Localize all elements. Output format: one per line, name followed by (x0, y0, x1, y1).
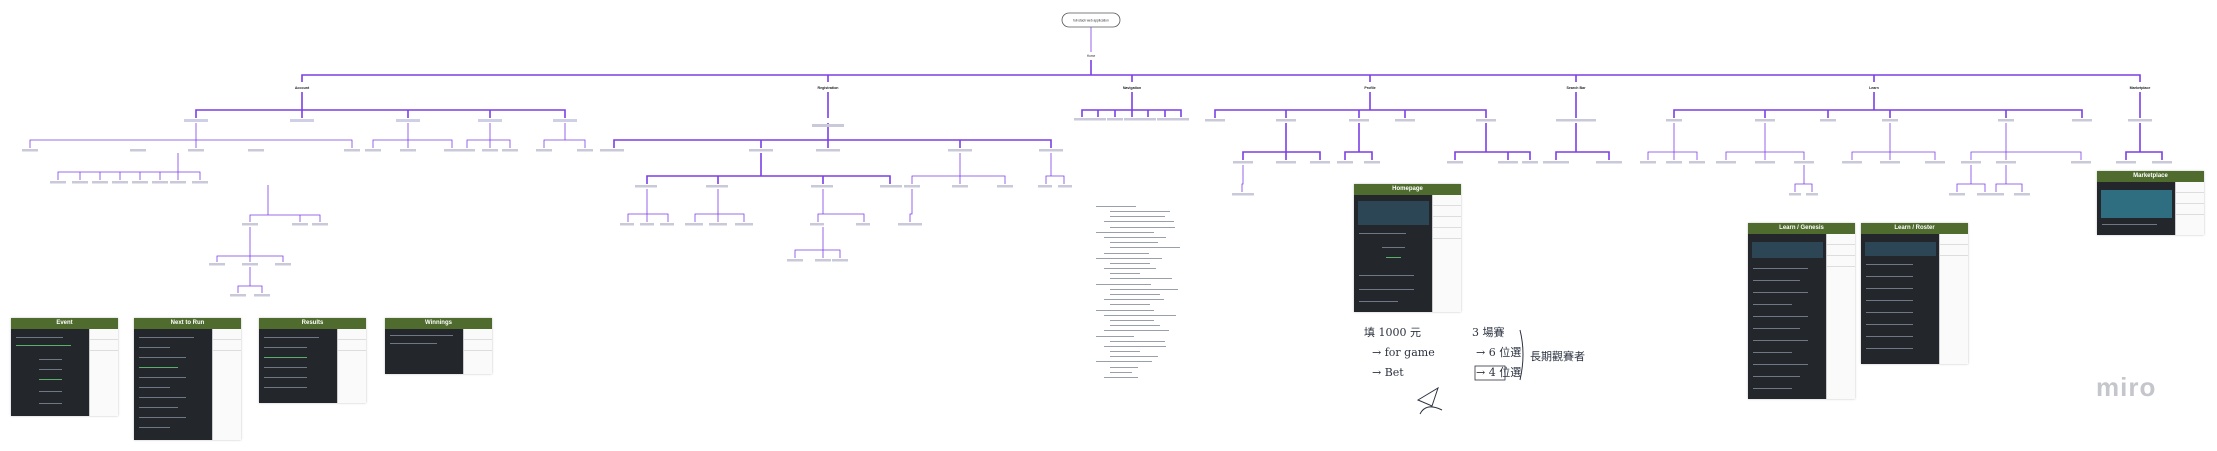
panel-marketplace-body (2097, 182, 2176, 235)
miro-watermark: miro (2096, 372, 2157, 402)
hand-right-1: 3 場賽 (1472, 325, 1505, 339)
panel-learn-roster-sidebar (1939, 234, 1968, 364)
panel-winnings-sidebar (463, 329, 492, 374)
panel-results-body (259, 329, 338, 403)
note-line (1094, 375, 1244, 380)
panel-homepage-body (1354, 195, 1433, 312)
panel-next-to-run-body (134, 329, 213, 440)
note-line (1094, 308, 1244, 313)
panel-results-sidebar (337, 329, 366, 403)
panel-winnings[interactable]: Winnings (385, 318, 492, 374)
l1-profile-label: Profile (1364, 86, 1375, 90)
panel-event-title: Event (11, 318, 118, 329)
note-line (1094, 220, 1244, 225)
note-line (1094, 365, 1244, 370)
l1-navigation-label: Navigation (1123, 86, 1141, 90)
panel-winnings-body (385, 329, 464, 374)
root-node-label: full-stack web application (1073, 19, 1109, 23)
panel-learn-genesis[interactable]: Learn / Genesis (1748, 223, 1855, 399)
note-line (1094, 271, 1244, 276)
note-line (1094, 266, 1244, 271)
note-line (1094, 339, 1244, 344)
note-line (1094, 209, 1244, 214)
note-line (1094, 246, 1244, 251)
panel-marketplace-sidebar (2175, 182, 2204, 235)
panel-learn-genesis-body (1748, 234, 1827, 399)
panel-learn-roster-title: Learn / Roster (1861, 223, 1968, 234)
hand-right-2: → 6 位選 (1476, 345, 1521, 359)
panel-homepage-title: Homepage (1354, 184, 1461, 195)
panel-next-to-run[interactable]: Next to Run (134, 318, 241, 440)
note-line (1094, 251, 1244, 256)
note-line (1094, 303, 1244, 308)
note-line (1094, 292, 1244, 297)
note-line (1094, 360, 1244, 365)
note-line (1094, 323, 1244, 328)
hand-line-1: 填 1000 元 (1364, 325, 1421, 339)
l1-search-bar-label: Search Bar (1567, 86, 1587, 90)
panel-learn-roster[interactable]: Learn / Roster (1861, 223, 1968, 364)
note-line (1094, 240, 1244, 245)
l1-learn-label: Learn (1869, 86, 1879, 90)
notes-block (1094, 204, 1244, 380)
panel-learn-roster-body (1861, 234, 1940, 364)
panel-marketplace[interactable]: Marketplace (2097, 171, 2204, 235)
note-line (1094, 235, 1244, 240)
note-line (1094, 277, 1244, 282)
panel-event[interactable]: Event (11, 318, 118, 416)
l1-account-label: Account (295, 86, 310, 90)
panel-event-sidebar (89, 329, 118, 416)
hand-line-3: → Bet (1372, 366, 1404, 379)
note-line (1094, 349, 1244, 354)
note-line (1094, 261, 1244, 266)
hand-right-note: 長期觀賽者 (1530, 349, 1585, 363)
hub-node-label: Home (1087, 54, 1096, 58)
l1-registration-label: Registration (818, 86, 839, 90)
note-line (1094, 282, 1244, 287)
note-line (1094, 230, 1244, 235)
hand-right-3: → 4 位選 (1476, 365, 1521, 379)
note-line (1094, 344, 1244, 349)
hand-line-2: → for game (1372, 346, 1435, 359)
handwritten-notes: 填 1000 元 → for game → Bet 3 場賽 → 6 位選 → … (1360, 322, 1620, 437)
panel-learn-genesis-title: Learn / Genesis (1748, 223, 1855, 234)
panel-winnings-title: Winnings (385, 318, 492, 329)
panel-results-title: Results (259, 318, 366, 329)
panel-next-to-run-sidebar (212, 329, 241, 440)
panel-homepage[interactable]: Homepage (1354, 184, 1461, 312)
note-line (1094, 256, 1244, 261)
handwriting-svg: 填 1000 元 → for game → Bet 3 場賽 → 6 位選 → … (1364, 325, 1585, 415)
panel-event-body (11, 329, 90, 416)
panel-homepage-sidebar (1432, 195, 1461, 312)
note-line (1094, 334, 1244, 339)
note-line (1094, 370, 1244, 375)
note-line (1094, 354, 1244, 359)
note-line (1094, 204, 1244, 209)
note-line (1094, 287, 1244, 292)
note-line (1094, 225, 1244, 230)
note-line (1094, 329, 1244, 334)
panel-learn-genesis-sidebar (1826, 234, 1855, 399)
note-line (1094, 313, 1244, 318)
l1-marketplace-label: Marketplace (2130, 86, 2151, 90)
panel-next-to-run-title: Next to Run (134, 318, 241, 329)
note-line (1094, 297, 1244, 302)
panel-marketplace-title: Marketplace (2097, 171, 2204, 182)
note-line (1094, 318, 1244, 323)
panel-results[interactable]: Results (259, 318, 366, 403)
note-line (1094, 214, 1244, 219)
